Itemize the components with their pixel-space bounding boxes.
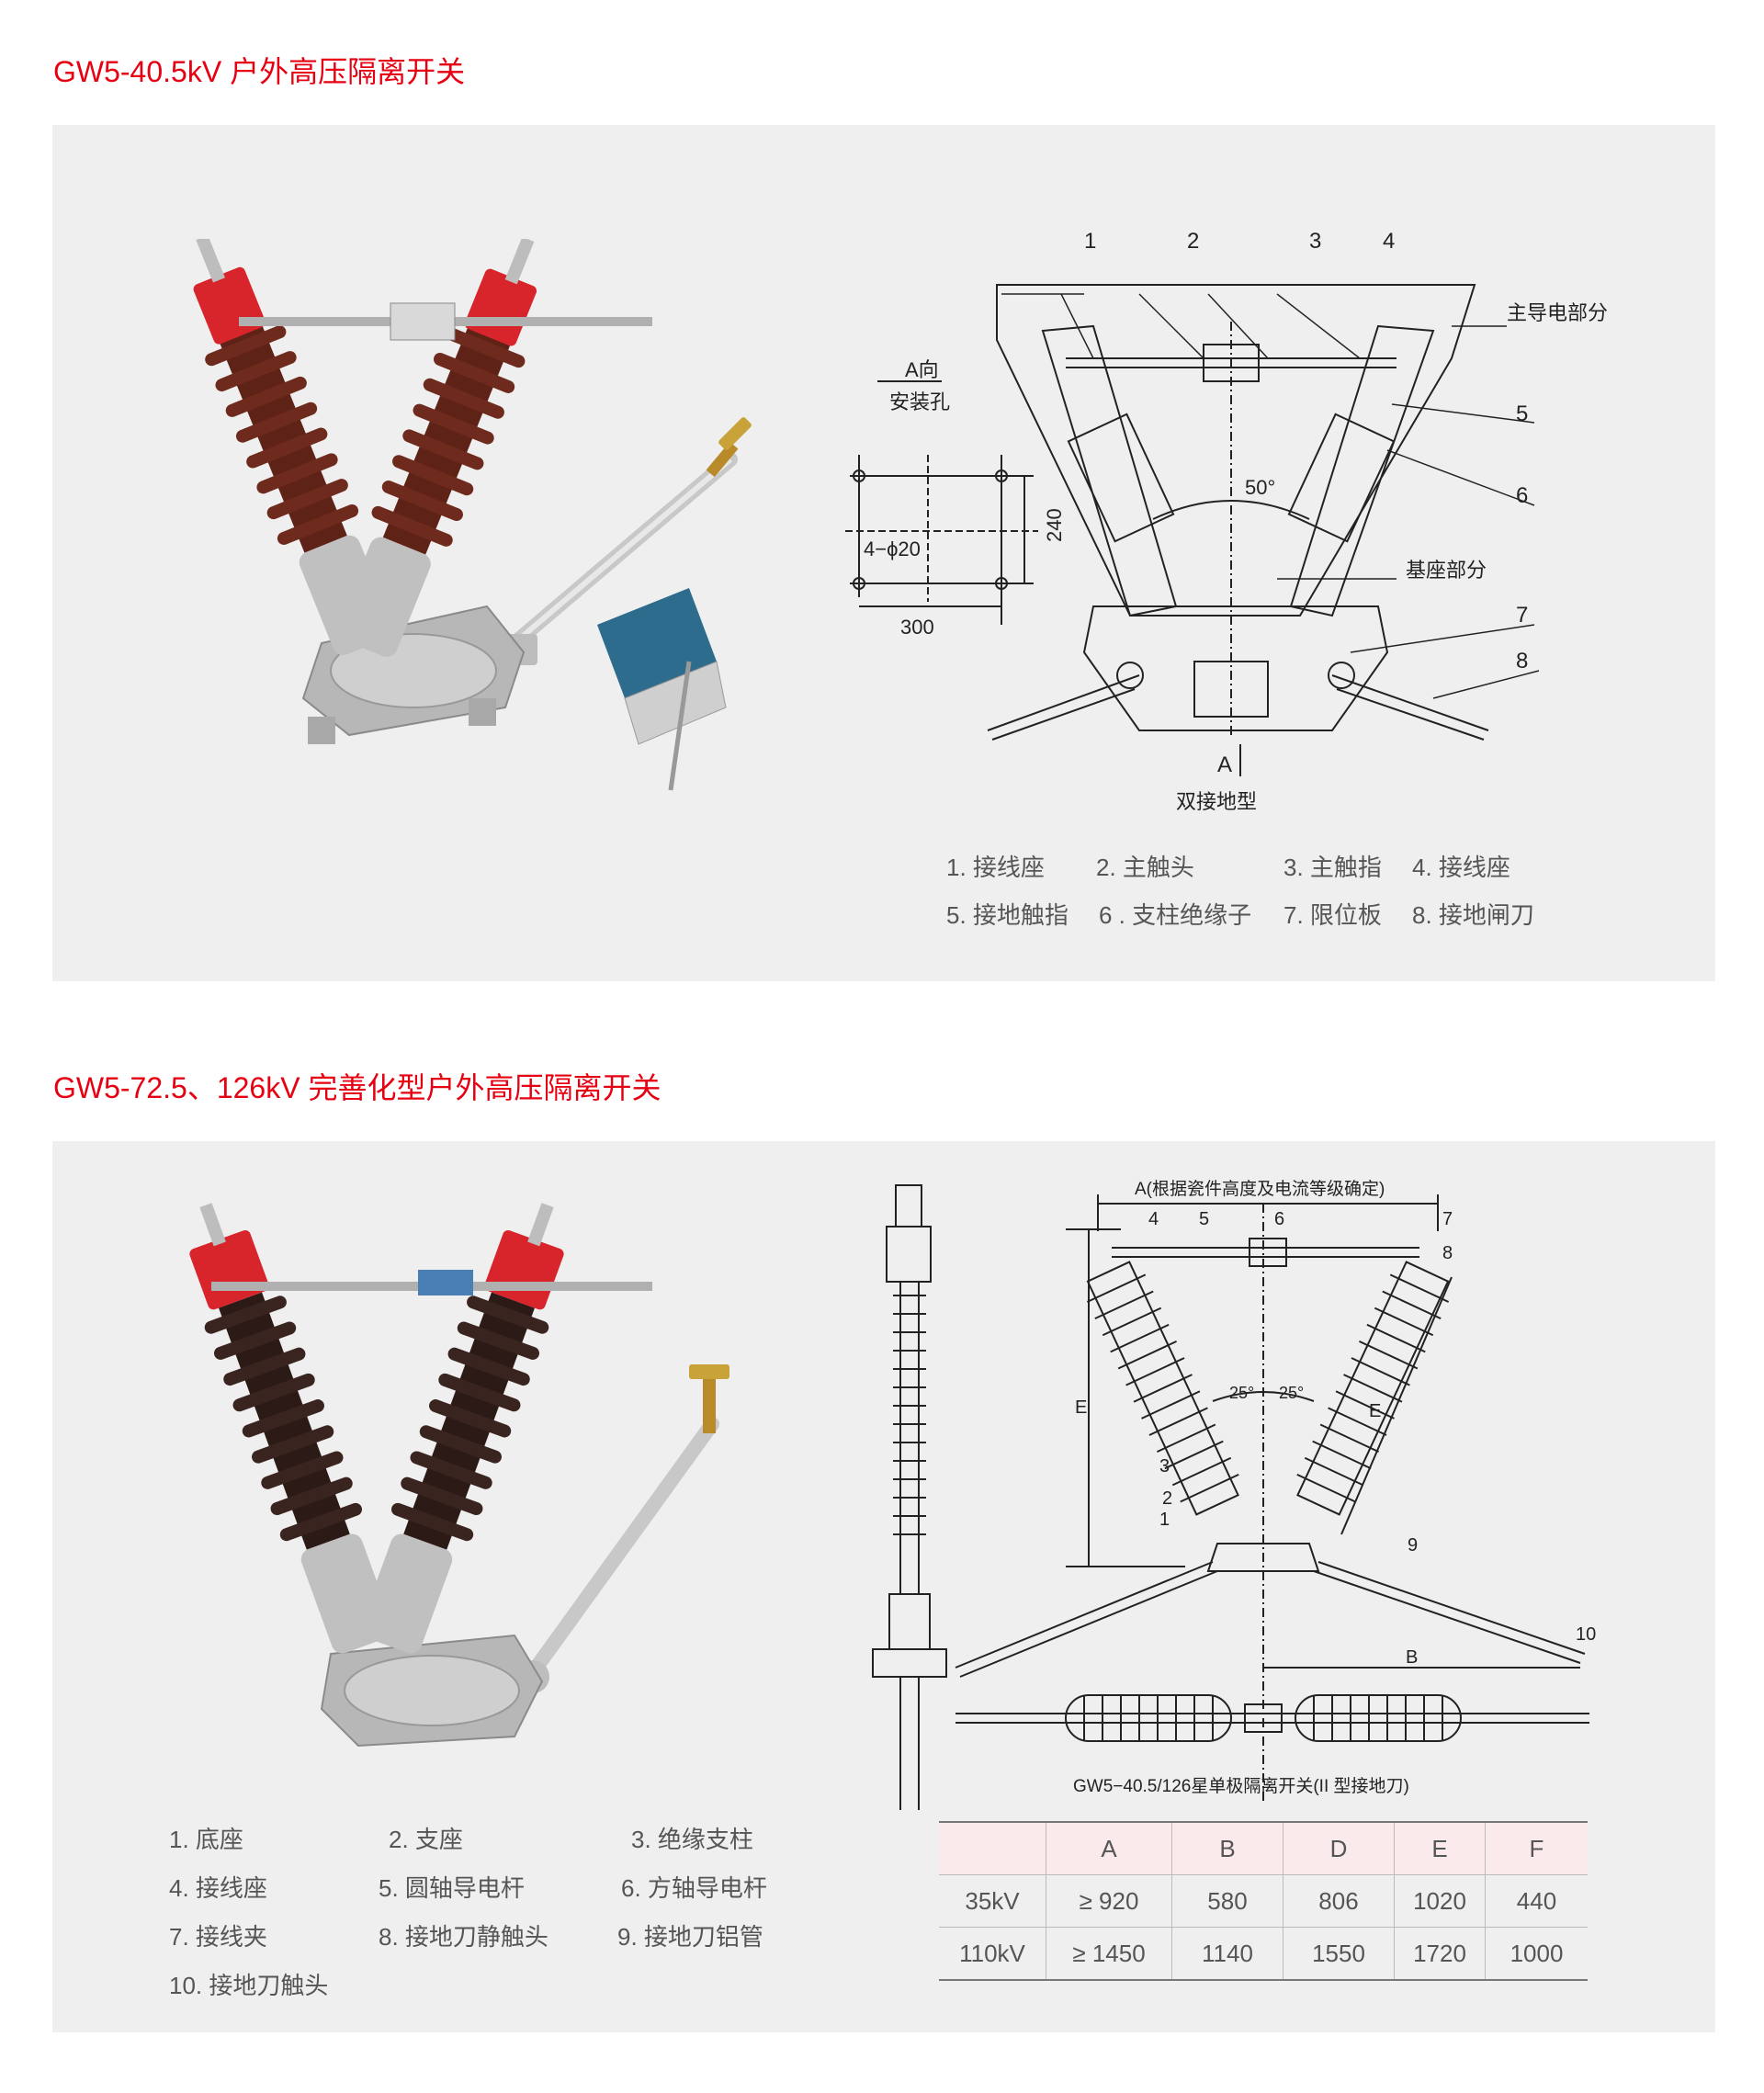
table-header-cell: F: [1485, 1822, 1588, 1875]
dim-width: 300: [900, 616, 934, 639]
table-cell: 1000: [1485, 1927, 1588, 1980]
legend-item: 3. 绝缘支柱: [631, 1826, 753, 1853]
legend-item: 1. 底座: [169, 1826, 243, 1853]
legend-item: 8. 接地闸刀: [1412, 901, 1534, 929]
callout-8: 8: [1516, 649, 1528, 673]
table-row: 110kV ≥ 1450 1140 1550 1720 1000: [939, 1927, 1588, 1980]
main-conductive-label: 主导电部分: [1507, 301, 1608, 324]
table-cell: 1720: [1394, 1927, 1486, 1980]
callout-4: 4: [1148, 1209, 1159, 1229]
drawing-caption: 双接地型: [1176, 790, 1257, 813]
callout-2: 2: [1162, 1488, 1172, 1509]
drawing-caption: GW5−40.5/126星单极隔离开关(II 型接地刀): [1073, 1776, 1409, 1796]
legend-item: 4. 接线座: [1412, 854, 1510, 881]
technical-drawing-126kv: A(根据瓷件高度及电流等级确定) 4 5 6 7 8 3 2 1 9 10 E …: [872, 1179, 1596, 1810]
dim-b: B: [1406, 1647, 1418, 1668]
table-row: 35kV ≥ 920 580 806 1020 440: [939, 1874, 1588, 1928]
callout-5: 5: [1199, 1209, 1209, 1229]
right-insulator: [360, 1203, 564, 1654]
section1-title: GW5-40.5kV 户外高压隔离开关: [53, 55, 466, 88]
callout-2: 2: [1187, 229, 1199, 254]
base-label: 基座部分: [1406, 559, 1487, 582]
conductive-bar: [239, 302, 652, 341]
callout-7: 7: [1442, 1209, 1453, 1229]
table-cell: ≥ 920: [1046, 1874, 1172, 1928]
product-photo-40kv: [193, 239, 752, 791]
callout-8: 8: [1442, 1243, 1453, 1263]
legend-item: 9. 接地刀铝管: [617, 1923, 763, 1951]
legend-item: 6 . 支柱绝缘子: [1099, 901, 1252, 929]
dim-e-right: E: [1369, 1401, 1381, 1421]
callout-1: 1: [1159, 1510, 1170, 1530]
callout-6: 6: [1516, 483, 1528, 508]
product-photo-126kv: [189, 1203, 729, 1748]
right-insulator: [336, 239, 537, 657]
callout-7: 7: [1516, 603, 1528, 628]
table-cell: 1550: [1283, 1927, 1395, 1980]
legend-item: 2. 支座: [389, 1826, 463, 1853]
section2-title: GW5-72.5、126kV 完善化型户外高压隔离开关: [53, 1071, 662, 1104]
table-cell: 1020: [1394, 1874, 1486, 1928]
dim-a-label: A(根据瓷件高度及电流等级确定): [1135, 1179, 1385, 1199]
table-cell: 440: [1485, 1874, 1588, 1928]
callout-3: 3: [1159, 1456, 1170, 1476]
angle-label: 50°: [1245, 476, 1275, 499]
operating-rod: [501, 417, 752, 665]
hole-label: 安装孔: [889, 390, 950, 413]
table-cell: 580: [1171, 1874, 1283, 1928]
angle-left: 25°: [1229, 1384, 1254, 1402]
base: [320, 1634, 544, 1748]
legend-item: 8. 接地刀静触头: [379, 1923, 548, 1951]
drawing-lines: [872, 1184, 1589, 1810]
callout-10: 10: [1576, 1624, 1596, 1645]
technical-drawing-40kv: 1 2 3 4 5 6 7 8 主导电部分 基座部分 50° A向 安装孔 4−…: [845, 229, 1608, 813]
legend-item: 3. 主触指: [1283, 854, 1382, 881]
dim-height: 240: [1043, 508, 1066, 542]
motor-mechanism: [597, 588, 727, 791]
hole-spec: 4−ϕ20: [864, 537, 921, 560]
table-cell: 35kV: [965, 1886, 1020, 1915]
table-header-cell: [939, 1822, 1046, 1875]
legend-item: 7. 限位板: [1283, 901, 1382, 929]
legend-item: 2. 主触头: [1096, 854, 1194, 881]
table-header-cell: B: [1171, 1822, 1283, 1875]
legend-item: 4. 接线座: [169, 1874, 267, 1902]
legend-item: 7. 接线夹: [169, 1923, 267, 1951]
callout-6: 6: [1274, 1209, 1284, 1229]
table-cell: 110kV: [959, 1939, 1025, 1967]
drawing-lines: [845, 284, 1540, 776]
operating-rod: [516, 1364, 729, 1693]
table-header-cell: E: [1394, 1822, 1486, 1875]
callout-5: 5: [1516, 402, 1528, 426]
callout-1: 1: [1084, 229, 1096, 254]
legend-item: 6. 方轴导电杆: [621, 1874, 767, 1902]
table-header-cell: A: [1046, 1822, 1172, 1875]
callout-4: 4: [1383, 229, 1395, 254]
table-cell: 1140: [1171, 1927, 1283, 1980]
legend-item: 1. 接线座: [946, 854, 1045, 881]
table-header-row: A B D E F: [939, 1822, 1588, 1875]
callout-9: 9: [1408, 1535, 1418, 1556]
table-cell: 806: [1283, 1874, 1395, 1928]
legend-item: 5. 圆轴导电杆: [379, 1874, 525, 1902]
view-label: A向: [905, 358, 939, 381]
legend-item: 5. 接地触指: [946, 901, 1069, 929]
callout-3: 3: [1309, 229, 1321, 254]
dim-e-left: E: [1075, 1397, 1087, 1418]
table-cell: ≥ 1450: [1046, 1927, 1172, 1980]
left-insulator: [189, 1203, 393, 1654]
angle-right: 25°: [1279, 1384, 1304, 1402]
arrow-label: A: [1217, 752, 1232, 777]
table-header-cell: D: [1283, 1822, 1395, 1875]
spec-table: A B D E F 35kV ≥ 920 580 806 1020 440 11…: [939, 1821, 1588, 1981]
legend-item: 10. 接地刀触头: [169, 1972, 329, 1999]
conductive-bar: [211, 1270, 652, 1295]
